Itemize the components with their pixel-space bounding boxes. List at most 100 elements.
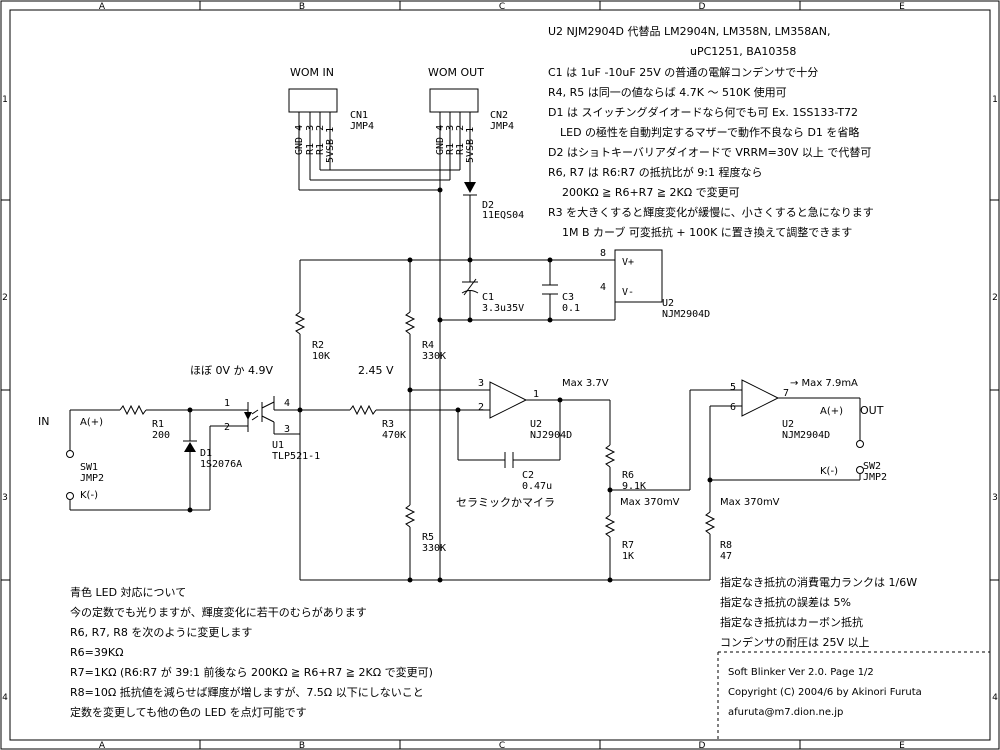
cn2-ref: CN2 — [490, 110, 508, 121]
r5-ref: R5 — [422, 532, 434, 543]
u1-pin-1: 1 — [224, 398, 230, 409]
d2-diode — [463, 182, 477, 260]
col-label-b-bottom: B — [299, 741, 305, 750]
note-line: R3 を大きくすると輝度変化が緩慢に、小さくすると急になります — [548, 205, 874, 219]
row-label-3-right: 3 — [992, 493, 998, 503]
note-line: R6, R7 は R6:R7 の抵抗比が 9:1 程度なら — [548, 165, 762, 179]
u2-power-ref: U2 — [662, 298, 674, 309]
spec-line: 指定なき抵抗の消費電力ランクは 1/6W — [720, 575, 917, 589]
cn1-value: JMP4 — [350, 121, 374, 132]
u1-pin-3: 3 — [284, 424, 290, 435]
d2-ref: D2 — [482, 200, 494, 211]
col-label-c-bottom: C — [499, 741, 505, 750]
blue-led-line: R6, R7, R8 を次のように変更します — [70, 625, 252, 639]
sw2-value: JMP2 — [863, 472, 887, 483]
u2a-pin-2: 2 — [478, 402, 484, 413]
u2a-opamp — [489, 381, 611, 445]
r7-ref: R7 — [622, 540, 634, 551]
note-line: C1 は 1uF -10uF 25V の普通の電解コンデンサで十分 — [548, 65, 818, 79]
col-label-e: E — [899, 2, 905, 12]
row-label-2: 2 — [2, 293, 8, 303]
c3-value: 0.1 — [562, 303, 580, 314]
cn2-value: JMP4 — [490, 121, 514, 132]
row-label-4: 4 — [2, 693, 8, 703]
annotation-max370a: Max 370mV — [620, 497, 680, 508]
u1-ref: U1 — [272, 440, 284, 451]
c1-capacitor — [461, 278, 479, 296]
r8-resistor — [704, 511, 716, 580]
col-label-c: C — [499, 2, 505, 12]
blue-led-line: 今の定数でも光りますが、輝度変化に若干のむらがあります — [70, 605, 367, 619]
u2-power-value: NJM2904D — [662, 309, 710, 320]
title-block-title: Soft Blinker Ver 2.0. Page 1/2 — [728, 667, 874, 678]
blue-led-line: R6=39KΩ — [70, 646, 123, 659]
u2a-pin-1: 1 — [533, 389, 539, 400]
row-label-3: 3 — [2, 493, 8, 503]
cn1-connector — [288, 88, 338, 190]
col-label-a: A — [99, 2, 106, 12]
sw1-kminus: K(-) — [80, 490, 98, 501]
title-block-copyright: Copyright (C) 2004/6 by Akinori Furuta — [728, 687, 922, 698]
col-label-d: D — [699, 2, 706, 12]
r8-value: 47 — [720, 551, 732, 562]
power-rail — [299, 257, 615, 323]
sw2-aplus: A(+) — [820, 406, 843, 417]
r4-ref: R4 — [422, 340, 434, 351]
col-label-d-bottom: D — [699, 741, 706, 750]
annotation-hobo: ほぼ 0V か 4.9V — [190, 364, 274, 377]
cn2-pin-1: 5VSB 1 — [465, 127, 476, 163]
u2b-ref: U2 — [782, 419, 794, 430]
annotation-max370b: Max 370mV — [720, 497, 780, 508]
cn1-pin-2: R1- 2 — [315, 125, 326, 155]
r4-value: 330K — [422, 351, 446, 362]
note-line: R4, R5 は同一の値ならば 4.7K ～ 510K 使用可 — [548, 86, 787, 99]
u2a-ref: U2 — [530, 419, 542, 430]
u1-photocoupler — [244, 396, 303, 580]
spec-line: 指定なき抵抗はカーボン抵抗 — [720, 615, 863, 629]
spec-line: 指定なき抵抗の誤差は 5% — [720, 595, 851, 609]
u2a-pin-3: 3 — [478, 378, 484, 389]
r6-resistor — [604, 444, 690, 515]
r3-value: 470K — [382, 430, 406, 441]
r1-ref: R1 — [152, 419, 164, 430]
r2-ref: R2 — [312, 340, 324, 351]
title-block-email: afuruta@m7.dion.ne.jp — [728, 707, 843, 718]
blue-led-line: 定数を変更しても他の色の LED を点灯可能です — [70, 705, 307, 719]
row-label-4-right: 4 — [992, 693, 998, 703]
r1-value: 200 — [152, 430, 170, 441]
row-label-2-right: 2 — [992, 293, 998, 303]
u2-pin-8: 8 — [600, 248, 606, 259]
cn1-pin-1: 5VSB 1 — [325, 127, 336, 163]
u2-vplus-label: V+ — [622, 257, 634, 268]
notes-block: U2 NJM2904D 代替品 LM2904N, LM358N, LM358AN… — [548, 24, 874, 239]
annotation-max79: → Max 7.9mA — [790, 378, 858, 389]
d1-value: 1S2076A — [200, 459, 242, 470]
out-label: OUT — [860, 404, 884, 417]
sw1-value: JMP2 — [80, 473, 104, 484]
u2b-pin-7: 7 — [783, 388, 789, 399]
blue-led-line: R8=10Ω 抵抗値を減らせば輝度が増しますが、7.5Ω 以下にしないこと — [70, 685, 424, 699]
sw2-ref: SW2 — [863, 461, 881, 472]
u1-pin-2: 2 — [224, 422, 230, 433]
ground-rail — [300, 577, 710, 583]
r7-value: 1K — [622, 551, 634, 562]
u2b-pin-5: 5 — [730, 382, 736, 393]
blue-led-line: 青色 LED 対応について — [70, 585, 186, 599]
sw1-aplus: A(+) — [80, 417, 103, 428]
d2-value: 11EQS04 — [482, 210, 524, 221]
connector-wires — [299, 169, 460, 193]
col-label-a-bottom: A — [99, 741, 106, 750]
note-line: U2 NJM2904D 代替品 LM2904N, LM358N, LM358AN… — [548, 24, 831, 38]
c2-note: セラミックかマイラ — [456, 496, 555, 509]
u2-vminus-label: V- — [622, 287, 634, 298]
r3-ref: R3 — [382, 419, 394, 430]
cn2-pin-3: R1- 3 — [445, 125, 456, 155]
note-line: LED の極性を自動判定するマザーで動作不良なら D1 を省略 — [560, 125, 859, 139]
c3-capacitor — [542, 284, 558, 295]
c3-ref: C3 — [562, 292, 574, 303]
r5-resistor — [404, 504, 416, 580]
u2b-pin-6: 6 — [730, 402, 736, 413]
c1-ref: C1 — [482, 292, 494, 303]
